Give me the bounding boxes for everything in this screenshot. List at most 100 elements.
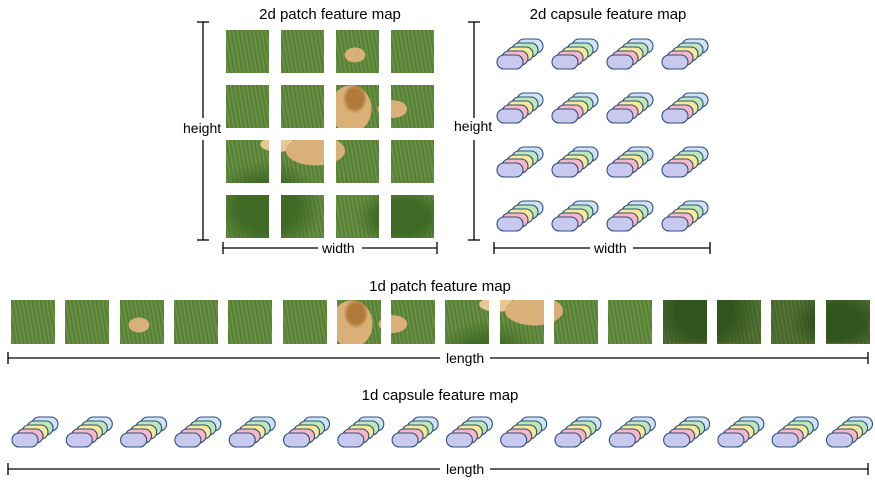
capsule [282, 432, 311, 448]
length-bracket-1d-patch [7, 352, 869, 364]
image-patch [771, 300, 816, 344]
width-bracket-2d-capsule [493, 242, 711, 254]
image-patch [281, 140, 324, 183]
title-1d-patch: 1d patch feature map [369, 278, 511, 295]
capsule [606, 54, 634, 70]
capsule-stack [606, 146, 654, 178]
capsule-stack [174, 416, 222, 448]
image-patch [226, 140, 269, 183]
title-2d-capsule: 2d capsule feature map [529, 6, 687, 23]
image-patch [554, 300, 598, 344]
title-2d-patch: 2d patch feature map [259, 6, 401, 23]
capsule [445, 432, 473, 448]
capsule [606, 108, 634, 124]
image-patch [336, 140, 379, 183]
image-patch [662, 300, 707, 344]
capsule [337, 432, 365, 448]
capsule-stack [337, 416, 385, 448]
capsule-stack [120, 416, 168, 448]
image-patch [716, 300, 761, 344]
capsule-stack [663, 416, 711, 448]
capsule [496, 54, 524, 70]
capsule [606, 216, 634, 232]
image-patch [336, 300, 381, 344]
capsule-stack [496, 146, 544, 178]
capsule-stack [551, 38, 599, 70]
capsule-stack [282, 416, 331, 448]
capsule [496, 108, 524, 124]
capsule-stack [608, 416, 656, 448]
length-label-1d-patch: length [443, 350, 488, 366]
height-label-2d-patch: height [180, 120, 225, 136]
title-1d-capsule: 1d capsule feature map [361, 387, 519, 404]
capsule [120, 432, 148, 448]
image-patch [173, 300, 218, 344]
capsule [500, 432, 528, 448]
image-patch [282, 300, 327, 344]
image-patch [499, 300, 544, 344]
capsule [661, 108, 689, 124]
image-patch [119, 300, 164, 344]
capsule [608, 432, 636, 448]
image-patch [336, 30, 379, 73]
capsule [717, 432, 745, 448]
image-patch [281, 195, 324, 238]
capsule-stack [496, 92, 544, 124]
image-patch [825, 300, 870, 344]
image-patch [336, 85, 379, 128]
length-label-1d-capsule: length [443, 461, 488, 477]
capsule [391, 432, 419, 448]
length-bracket-1d-capsule [7, 463, 869, 475]
capsule [174, 432, 202, 448]
capsule [661, 54, 689, 70]
capsule-stack [661, 200, 709, 232]
image-patch [336, 195, 379, 238]
image-patch [11, 300, 55, 344]
image-patch [391, 30, 434, 73]
capsule-stack [554, 416, 602, 448]
image-patch [226, 195, 269, 238]
capsule [606, 162, 634, 178]
height-bracket-2d-patch [197, 21, 209, 241]
image-patch [391, 140, 434, 183]
capsule [11, 432, 39, 448]
image-patch [391, 195, 434, 238]
image-patch [281, 85, 324, 128]
height-bracket-2d-capsule [468, 21, 480, 241]
capsule [496, 162, 524, 178]
capsule-stack [65, 416, 113, 448]
image-patch [228, 300, 273, 344]
capsule-stack [551, 200, 599, 232]
capsule-stack [228, 416, 276, 448]
width-bracket-2d-patch [222, 242, 438, 254]
capsule-stack [717, 416, 765, 448]
capsule [551, 54, 579, 70]
capsule [228, 432, 256, 448]
capsule [771, 432, 799, 448]
capsule-stack [445, 416, 493, 448]
capsule-stack [551, 146, 599, 178]
capsule-stack [551, 92, 599, 124]
capsule [551, 108, 579, 124]
image-patch [281, 30, 324, 73]
capsule [661, 162, 689, 178]
capsule-stack [606, 200, 654, 232]
capsule [496, 216, 524, 232]
image-patch [445, 300, 490, 344]
capsule [825, 432, 854, 448]
image-patch [391, 85, 434, 128]
capsule-stack [496, 38, 544, 70]
capsule [65, 432, 93, 448]
capsule-stack [500, 416, 548, 448]
capsule-stack [496, 200, 544, 232]
capsule-stack [606, 38, 654, 70]
capsule-stack [391, 416, 439, 448]
capsule [554, 432, 582, 448]
image-patch [391, 300, 436, 344]
height-label-2d-capsule: height [451, 118, 496, 134]
capsule-stack [661, 38, 709, 70]
capsule [551, 216, 579, 232]
